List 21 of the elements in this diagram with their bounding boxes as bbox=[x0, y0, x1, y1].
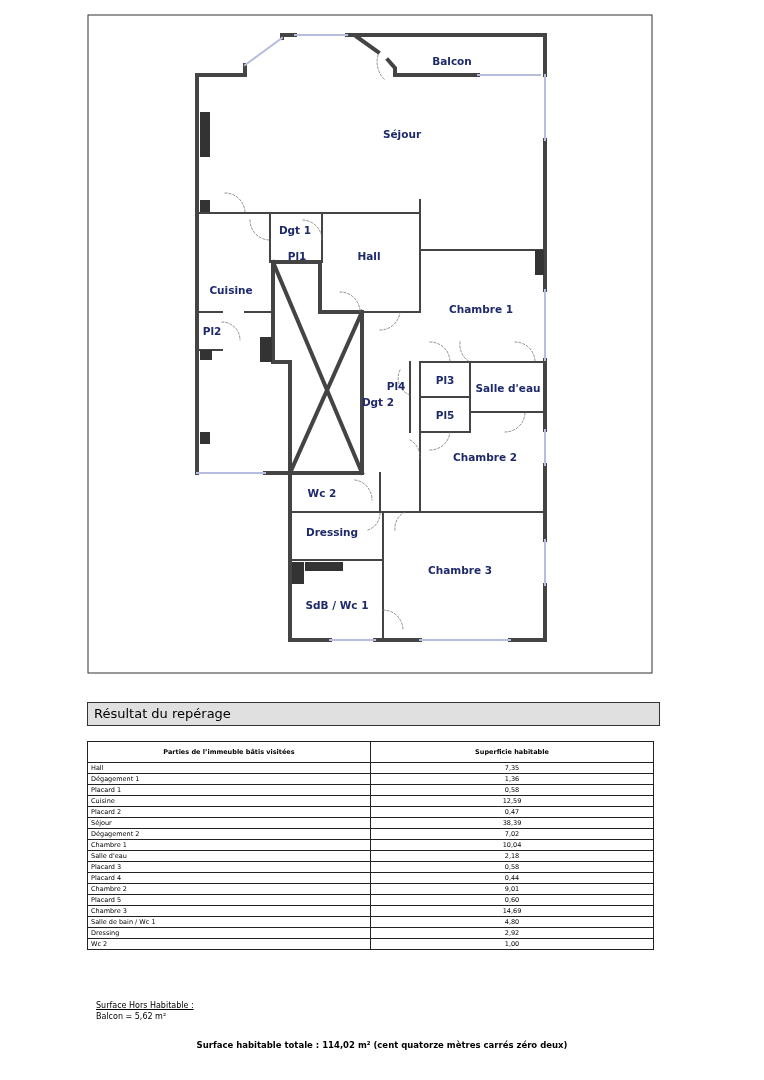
room-label: Balcon bbox=[432, 55, 472, 67]
room-label: Chambre 2 bbox=[453, 451, 517, 463]
room-label: Dgt 1 bbox=[278, 224, 312, 236]
room-label: Cuisine bbox=[209, 284, 253, 296]
room-label: Hall bbox=[357, 250, 381, 262]
room-label: Pl1 bbox=[287, 250, 307, 262]
room-label: Salle d'eau bbox=[475, 382, 541, 394]
section-heading: Résultat du repérage bbox=[87, 702, 660, 726]
room-label: Pl4 bbox=[386, 380, 406, 392]
note-text: Balcon = 5,62 m² bbox=[96, 1012, 167, 1021]
note-heading: Surface Hors Habitable : bbox=[96, 1001, 194, 1010]
room-label: Wc 2 bbox=[307, 487, 337, 499]
room-label: Chambre 1 bbox=[449, 303, 513, 315]
room-label: Dressing bbox=[305, 526, 359, 538]
room-label: Pl5 bbox=[435, 409, 455, 421]
room-label: Pl3 bbox=[435, 374, 455, 386]
room-label: Pl2 bbox=[202, 325, 222, 337]
total-area-text: Surface habitable totale : 114,02 m² (cent quatorze mètres carrés zéro deux) bbox=[195, 1040, 569, 1050]
room-label: Séjour bbox=[382, 128, 422, 140]
room-label: Chambre 3 bbox=[428, 564, 492, 576]
room-label: SdB / Wc 1 bbox=[305, 599, 369, 611]
